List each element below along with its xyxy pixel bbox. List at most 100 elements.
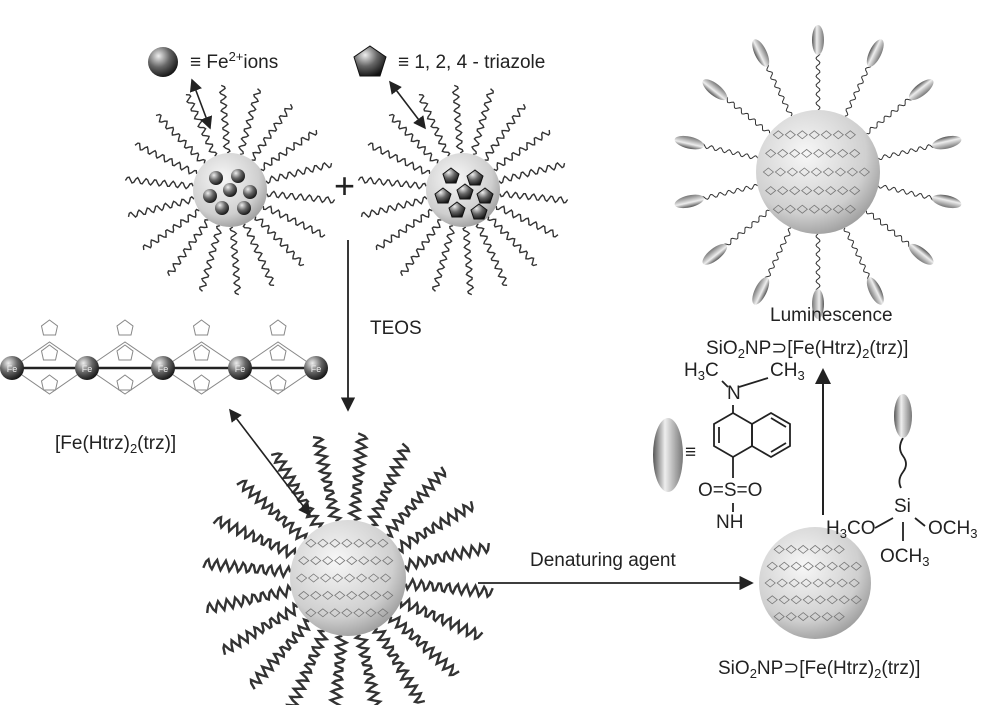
fe-atom (304, 356, 328, 380)
coordination-polymer-unit (822, 167, 835, 177)
surfactant-chain (387, 615, 460, 677)
triazole-ligand (192, 319, 211, 336)
coordination-polymer-unit (789, 186, 801, 196)
dansyl-fluorophore-icon (866, 39, 884, 67)
fe-ion-icon (223, 183, 237, 197)
dansyl-fluorophore-icon (932, 194, 962, 209)
triazole-icon (476, 187, 494, 204)
product-label: SiO2NP⊃[Fe(Htrz)2(trz)] (718, 658, 921, 681)
surfactant-chain (285, 629, 330, 705)
silane-left-methoxy: H3CO (826, 518, 876, 541)
surfactant-chain (346, 432, 369, 522)
coordination-polymer-unit (765, 148, 777, 158)
dansyl-fluorophore-icon (866, 277, 884, 305)
dansyl-fluorophore-icon (752, 39, 770, 67)
dansyl-fluorophore-icon (702, 79, 728, 101)
silica-nanoparticle (759, 527, 871, 639)
coordination-polymer-unit (825, 186, 837, 196)
fe-atom-label: Fe (158, 364, 169, 374)
surfactant-chain (134, 142, 198, 175)
coordination-polymer-unit (808, 130, 820, 140)
surfactant-chain (724, 209, 770, 246)
surfactant-chain (397, 500, 474, 555)
coordination-polymer-unit (370, 556, 382, 566)
surfactant-chain (484, 103, 526, 161)
coordination-polymer-unit (786, 167, 799, 177)
surfactant-chain (815, 233, 821, 291)
plus-sign: + (334, 165, 356, 206)
coordination-polymer-unit (298, 590, 310, 600)
coordination-polymer-unit (365, 608, 377, 618)
fe-ion-legend-icon (148, 47, 178, 77)
surfactant-chain (702, 143, 759, 160)
coordination-polymer-unit (367, 573, 380, 583)
surfactant-chain (432, 224, 455, 292)
coordination-polymer-unit (813, 148, 825, 158)
coordination-polymer-unit (784, 204, 796, 214)
surfactant-chain (844, 66, 872, 117)
coordination-polymer-unit (802, 595, 814, 605)
surfactant-chain (202, 557, 292, 580)
coordination-polymer-unit (778, 595, 790, 605)
coordination-polymer-unit (773, 544, 785, 554)
fe-ion-icon (243, 185, 257, 199)
surfactant-chain (367, 142, 431, 175)
surfactant-chain (418, 94, 451, 157)
coordination-polymer-unit (307, 573, 320, 583)
surfactant-chain (399, 596, 484, 641)
coordination-polymer-unit (777, 186, 789, 196)
coordination-polymer-unit (370, 590, 382, 600)
coordination-polymer-unit (844, 130, 856, 140)
fe-ion-icon (231, 169, 245, 183)
coordination-polymer-unit (317, 608, 329, 618)
coordination-polymer-unit (846, 167, 859, 177)
surfactant-chain (238, 88, 261, 156)
surfactant-chain (260, 129, 318, 172)
coordination-polymer-unit (329, 538, 341, 548)
coordination-polymer-unit (341, 608, 353, 618)
teos-label: TEOS (370, 318, 422, 339)
surfactant-chain (270, 452, 325, 529)
coordination-polymer-unit (343, 573, 356, 583)
surfactant-chain (218, 84, 231, 154)
coordination-polymer-unit (800, 578, 812, 588)
surfactant-chain (353, 633, 383, 705)
surfactant-chain (242, 223, 275, 286)
fe-atom-label: Fe (311, 364, 322, 374)
dansyl-fluorophore-icon (702, 243, 728, 265)
surfactant-chain (360, 195, 428, 218)
coordination-polymer-unit (821, 544, 833, 554)
coordination-polymer-unit (844, 204, 856, 214)
coordination-polymer-unit (834, 167, 847, 177)
dansyl-nh: NH (716, 512, 744, 533)
coordination-polymer-unit (777, 148, 789, 158)
coordination-polymer-unit (796, 204, 808, 214)
dansyl-fluorophore-icon (812, 25, 824, 55)
dansyl-nitrogen: N (727, 383, 741, 404)
coordination-polymer-unit (355, 573, 368, 583)
final-product-label: SiO2NP⊃[Fe(Htrz)2(trz)] (706, 338, 909, 361)
coordination-polymer-unit (765, 186, 777, 196)
dansyl-fluorophore-icon (674, 194, 704, 209)
coordination-polymer-unit (790, 561, 802, 571)
surfactant-chain (206, 583, 293, 614)
surfactant-chain (265, 162, 333, 185)
surfactant-chain (312, 436, 343, 523)
dansyl-h3c: H3C (684, 360, 719, 383)
triazole-ligand (40, 374, 59, 391)
surfactant-chain (462, 226, 475, 296)
coordination-polymer-unit (836, 578, 848, 588)
surfactant-chain (385, 466, 447, 539)
coordination-polymer-unit (310, 556, 322, 566)
coordination-polymer-unit (379, 573, 392, 583)
triazole-icon (470, 203, 488, 220)
coordination-polymer-unit (295, 573, 308, 583)
coordination-polymer-unit (772, 204, 784, 214)
surfactant-chain (142, 208, 200, 251)
surfactant-chain (251, 103, 293, 161)
coordination-polymer-unit (346, 556, 358, 566)
coordination-polymer-unit (317, 538, 329, 548)
